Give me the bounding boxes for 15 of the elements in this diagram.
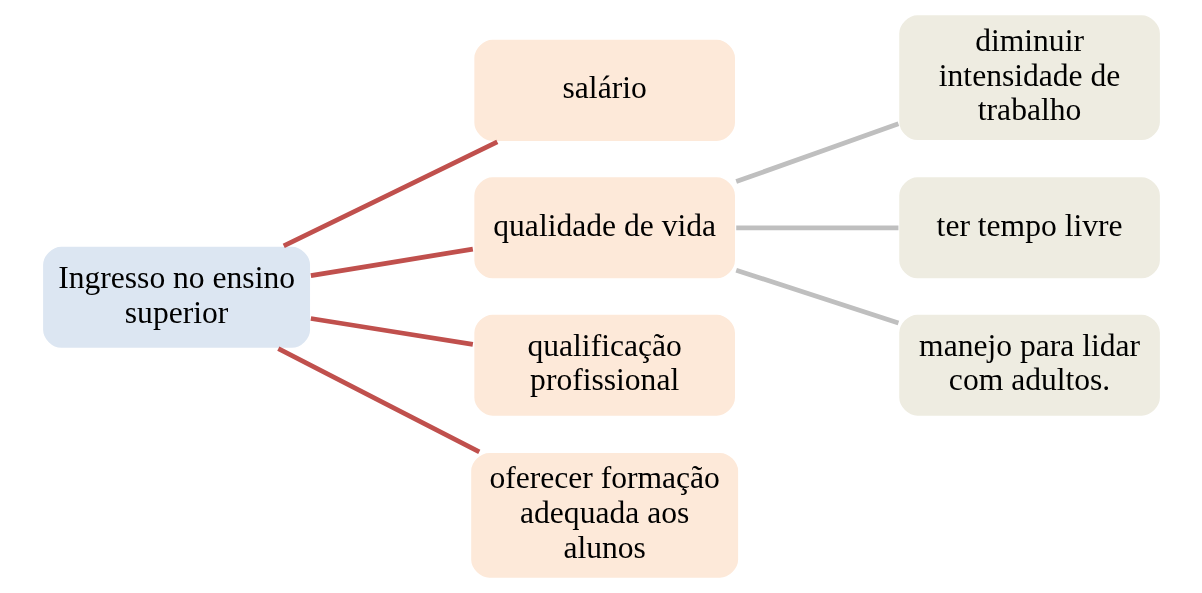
- node-box: Ingresso no ensino superior: [41, 245, 312, 350]
- node-box: diminuir intensidade de trabalho: [897, 13, 1161, 142]
- node-box: salário: [472, 38, 737, 143]
- connector: [735, 225, 898, 231]
- connector: [734, 121, 899, 184]
- connector: [310, 316, 473, 347]
- connector: [310, 246, 473, 278]
- connector: [282, 139, 498, 248]
- connector: [276, 346, 480, 454]
- node-box: ter tempo livre: [897, 175, 1161, 280]
- node-box: qualificação profissional: [472, 313, 737, 418]
- connector: [735, 267, 899, 326]
- node-box: qualidade de vida: [472, 175, 737, 280]
- node-box: manejo para lidar com adultos.: [897, 313, 1161, 418]
- node-box: oferecer formação adequada aos alunos: [469, 451, 740, 580]
